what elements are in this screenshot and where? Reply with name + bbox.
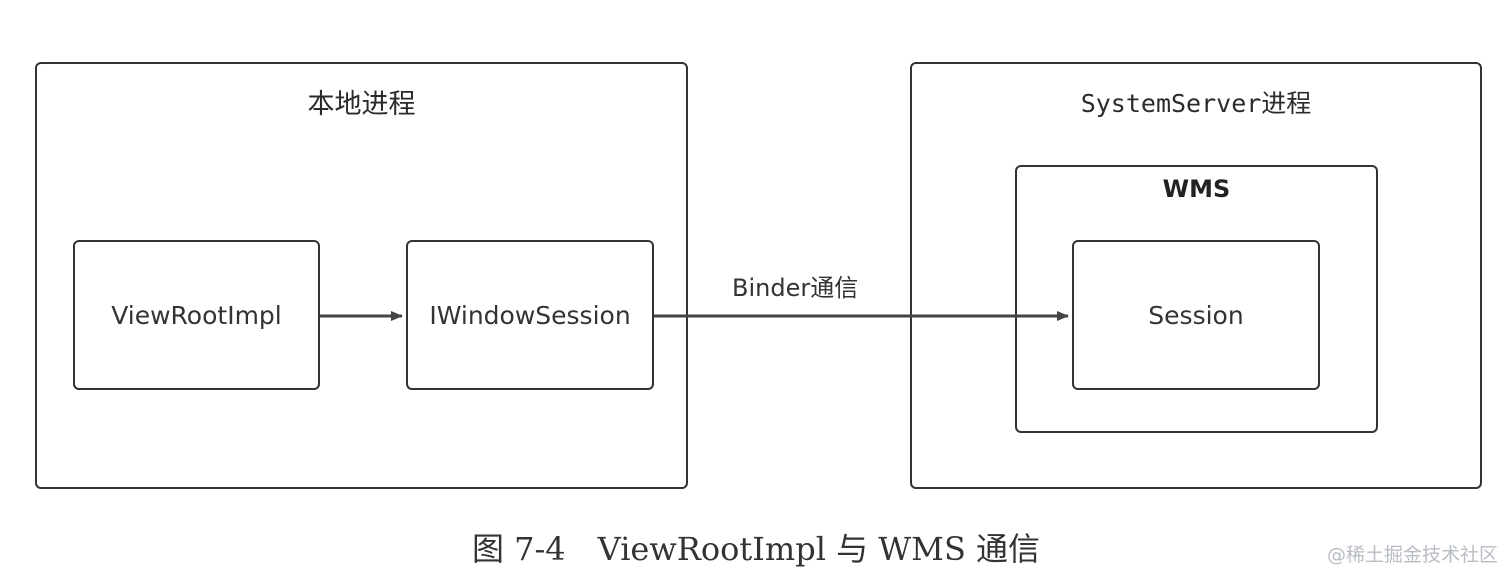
wms-title: WMS [1162, 175, 1231, 203]
local-process-title: 本地进程 [307, 89, 416, 120]
binder-label: Binder通信 [732, 274, 859, 302]
viewrootimpl-label: ViewRootImpl [111, 300, 282, 330]
session-node: Session [1072, 240, 1320, 390]
figure-caption: 图 7-4 ViewRootImpl 与 WMS 通信 [471, 530, 1041, 568]
iwindowsession-node: IWindowSession [406, 240, 654, 390]
viewrootimpl-node: ViewRootImpl [73, 240, 320, 390]
systemserver-process-title: SystemServer进程 [1080, 89, 1312, 118]
iwindowsession-label: IWindowSession [429, 300, 631, 330]
session-label: Session [1148, 300, 1244, 330]
watermark: @稀土掘金技术社区 [1326, 544, 1498, 566]
